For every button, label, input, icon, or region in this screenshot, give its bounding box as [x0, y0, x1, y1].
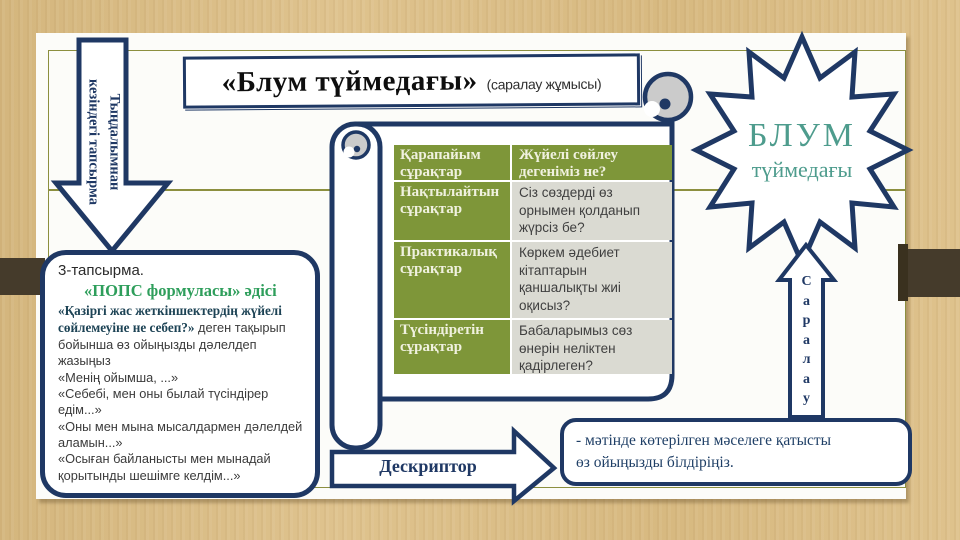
question-type-cell: Қарапайым сұрақтар — [394, 145, 510, 180]
scroll-tube-center — [353, 145, 361, 153]
left-strap-decoration — [0, 258, 45, 295]
note-line1: - мәтінде көтерілген мәселеге қатысты — [576, 432, 832, 449]
saralau-letter: л — [802, 352, 811, 367]
saralau-letter: у — [803, 391, 810, 406]
task-question-rest: деген тақырып бойынша өз ойыңызды дәлелд… — [58, 319, 286, 369]
pops-line: «Оны мен мына мысалдармен дәлелдей аламы… — [58, 418, 303, 451]
saralau-letter: р — [802, 313, 811, 328]
method-title: «ПОПС формуласы» әдісі — [84, 281, 277, 300]
arrow-label-line2: кезіндегі тапсырма — [85, 79, 102, 205]
saralau-letter: а — [803, 332, 810, 348]
up-arrow-icon — [774, 241, 839, 419]
bloom-badge: БЛУМ түймедағы — [700, 98, 904, 202]
title-box: «Блум түймедағы» (саралау жұмысы) — [182, 53, 641, 109]
question-type-cell: Нақтылайтын сұрақтар — [394, 182, 510, 240]
question-text-cell: Жүйелі сөйлеу дегеніміз не? — [512, 145, 672, 180]
arrow-label-line1: Тыңдалымнан — [106, 93, 123, 191]
question-text-cell: Көркем әдебиет кітаптарын қаншалықты жиі… — [512, 242, 672, 318]
scroll-tube — [329, 121, 383, 451]
task-question: «Қазіргі жас жеткіншектердің жүйелі сөйл… — [58, 303, 282, 335]
scroll-curl-notch — [644, 101, 660, 117]
questions-table: Қарапайым сұрақтар Жүйелі сөйлеу дегенім… — [394, 145, 672, 374]
scroll-curl-center — [659, 98, 671, 110]
title-subtitle: (саралау жұмысы) — [486, 75, 602, 93]
right-strap-decoration — [904, 249, 960, 297]
scroll-tube-notch — [343, 146, 355, 158]
pops-line: «Осыған байланысты мен мынадай қорытынды… — [58, 451, 271, 483]
page-title: «Блум түймедағы» — [221, 64, 478, 98]
pops-line: «Себебі, мен оны былай түсіндірер едім..… — [58, 385, 269, 418]
pops-line: «Менің ойымша, ...» — [58, 369, 179, 385]
saralau-arrow-label: С а р а л а у — [791, 272, 822, 409]
saralau-letter: С — [801, 274, 812, 289]
saralau-letter: а — [803, 371, 810, 387]
right-strap-cap — [898, 244, 908, 301]
question-type-cell: Түсіндіретін сұрақтар — [394, 320, 510, 374]
note-line2: өз ойыңызды білдіріңіз. — [576, 454, 734, 471]
question-text-cell: Бабаларымыз сөз өнерін неліктен қадірлег… — [512, 320, 672, 374]
right-arrow-icon — [329, 425, 558, 506]
question-type-cell: Практикалық сұрақтар — [394, 242, 510, 318]
saralau-letter: а — [803, 293, 810, 309]
listening-task-arrow-label: Тыңдалымнан кезіндегі тапсырма — [81, 45, 125, 240]
bloom-badge-title: БЛУМ — [747, 117, 857, 154]
bloom-badge-subtitle: түймедағы — [751, 157, 853, 182]
task-description: «Қазіргі жас жеткіншектердің жүйелі сөйл… — [58, 303, 307, 370]
task-heading: 3-тапсырма. — [58, 262, 144, 279]
descriptor-label: Дескриптор — [379, 456, 477, 476]
question-text-cell: Сіз сөздерді өз орнымен қолданып жүрсіз … — [512, 182, 672, 240]
task-box: 3-тапсырма. «ПОПС формуласы» әдісі «Қазі… — [40, 250, 320, 498]
down-arrow-icon — [50, 37, 174, 255]
descriptor-note-box: - мәтінде көтерілген мәселеге қатысты өз… — [560, 418, 912, 486]
